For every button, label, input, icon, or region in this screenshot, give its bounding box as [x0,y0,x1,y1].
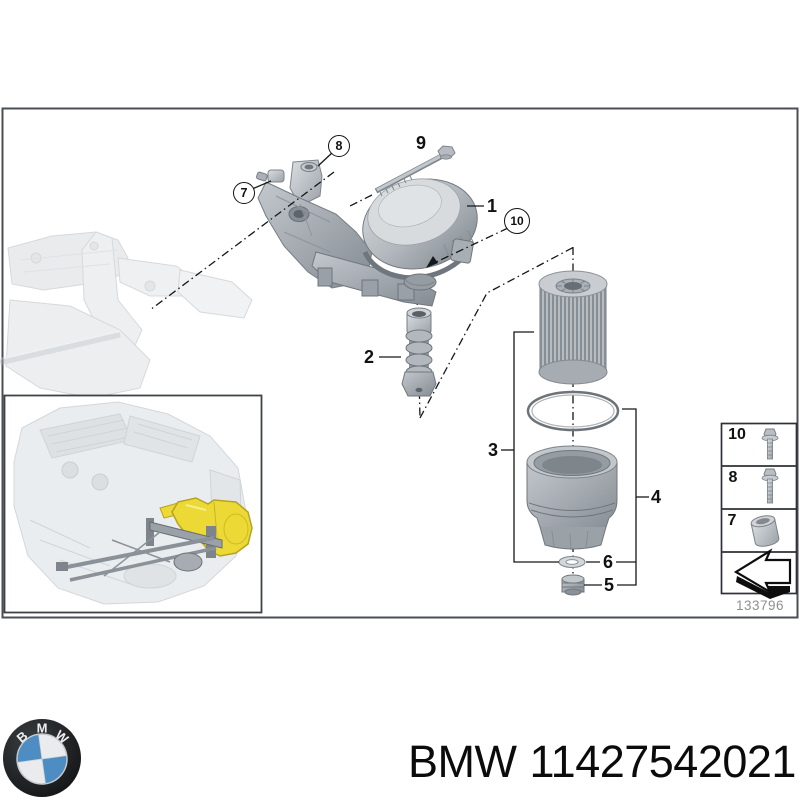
location-reference-lines [149,171,509,311]
o-ring-seal-illustration [526,390,620,432]
faded-engine-watermark [0,231,253,399]
removal-direction-arrow-icon [733,548,792,599]
callout-1: 1 [486,196,498,216]
callout-leader-lines [251,151,649,586]
oil-filter-housing-illustration [256,145,478,307]
bolt-9-illustration [374,145,456,197]
legend-label-8: 8 [728,469,738,486]
flange-bolt-icon [761,428,779,460]
callout-3: 3 [487,440,499,460]
drawing-number: 133796 [735,598,784,613]
callout-5: 5 [603,575,615,595]
bushing-icon [750,515,780,547]
leader-arrowhead [426,256,438,268]
legend-table [720,422,798,599]
mounting-bracket [256,159,437,307]
oil-pump-assembly [56,518,223,582]
filter-element-illustration [538,270,608,385]
oil-standpipe-part-2 [401,307,437,397]
seal-washer-illustration [558,556,586,568]
inset-location-view [3,394,263,614]
bolt-7-illustration [256,171,268,182]
roundel-letter-m: M [37,721,48,736]
filter-cover-housing [362,178,478,291]
drain-plug-illustration [561,574,585,596]
bmw-roundel-logo: B M W [3,719,81,797]
roundel-quadrants [16,733,68,785]
legend-label-7: 7 [727,512,737,529]
callout-7: 7 [233,182,255,204]
brand-text: BMW [408,736,517,787]
legend-label-10: 10 [728,426,746,443]
filter-cap-illustration [526,445,618,551]
callout-10: 10 [504,208,530,234]
callout-4: 4 [650,487,662,507]
part-number-text: 11427542021 [529,736,796,787]
callout-6: 6 [602,552,614,572]
callout-2: 2 [363,347,375,367]
callout-8: 8 [328,135,350,157]
callout-9: 9 [415,133,427,153]
flange-bolt-icon [761,468,779,504]
